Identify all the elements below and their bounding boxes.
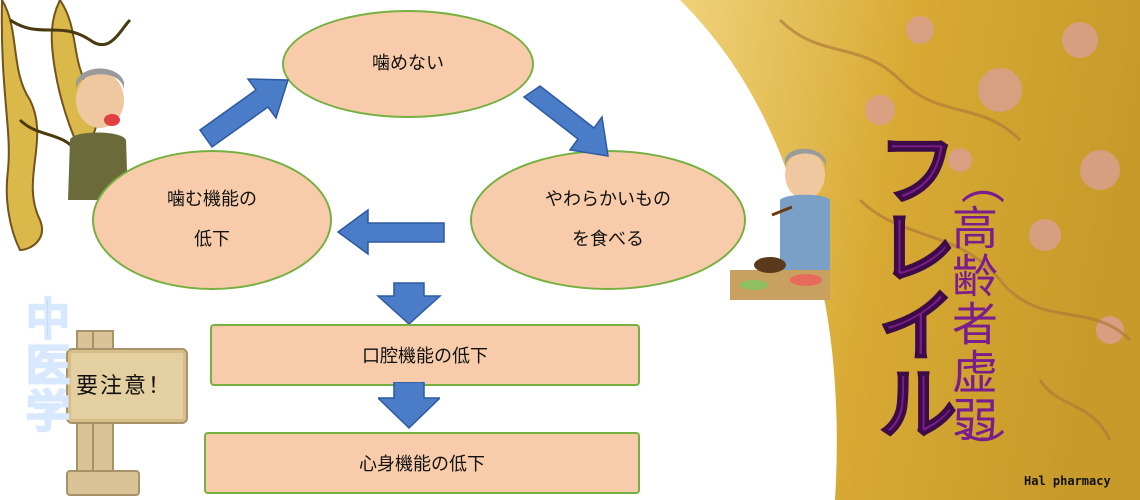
frailty-subtitle-open-paren: （: [953, 160, 1004, 204]
credit-text: Hal pharmacy: [1024, 474, 1111, 488]
cycle-arrows: [198, 78, 609, 326]
box-physical-mental-decline: 心身機能の低下: [204, 432, 640, 494]
sign-post-base: [66, 470, 140, 496]
box-physical-mental-decline-label: 心身機能の低下: [359, 454, 485, 475]
tcm-logo: 中医学: [17, 295, 70, 435]
arrow-to-eat-soft-food: [522, 85, 609, 157]
frailty-subtitle: 高齢者虚弱: [945, 204, 999, 444]
arrow-to-chewing-decline: [336, 208, 445, 256]
node-cannot-chew-label: 噛めない: [372, 53, 444, 74]
arrow-to-cannot-chew: [198, 78, 290, 149]
arrow-to-physical-mental-decline: [378, 382, 440, 430]
node-eat-soft-food-line1: やわらかいもの: [545, 189, 671, 210]
box-oral-function-decline-label: 口腔機能の低下: [362, 346, 488, 367]
node-chewing-decline-line2: 低下: [194, 229, 230, 250]
node-chewing-decline: 噛む機能の 低下: [92, 150, 332, 290]
frailty-subtitle-close-paren: ）: [953, 428, 1004, 472]
frailty-title: フレイル: [863, 127, 958, 441]
caution-sign-text: 要注意！: [76, 374, 173, 399]
arrow-to-oral-decline: [376, 282, 442, 326]
caution-sign: 要注意！: [66, 348, 188, 424]
box-oral-function-decline: 口腔機能の低下: [210, 324, 640, 386]
node-eat-soft-food: やわらかいもの を食べる: [470, 150, 746, 290]
node-chewing-decline-line1: 噛む機能の: [167, 189, 257, 210]
node-cannot-chew: 噛めない: [282, 10, 534, 118]
node-eat-soft-food-line2: を食べる: [572, 229, 644, 250]
person-eating-illustration: [730, 148, 830, 300]
